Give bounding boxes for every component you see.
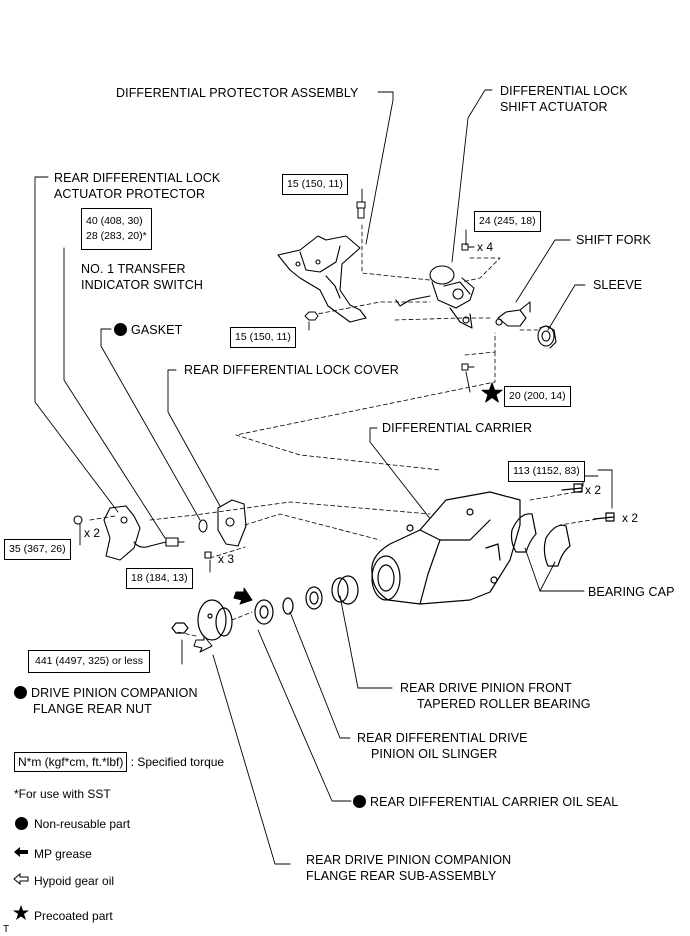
- non-reusable-dot-icon: [14, 686, 27, 699]
- front-bearing-label-2: TAPERED ROLLER BEARING: [417, 697, 591, 711]
- gasket-ring: [198, 519, 208, 533]
- count-protector-nut: x 2: [84, 526, 101, 540]
- shift-actuator-label-2: SHIFT ACTUATOR: [500, 100, 608, 114]
- legend-non-reusable-text: Non-reusable part: [34, 817, 131, 831]
- oil-seal-text: REAR DIFFERENTIAL CARRIER OIL SEAL: [370, 795, 619, 809]
- gasket-text: GASKET: [131, 323, 183, 337]
- legend-hypoid-oil-text: Hypoid gear oil: [34, 874, 115, 888]
- grease-arrows: [193, 587, 253, 653]
- legend-precoated: Precoated part: [12, 905, 113, 924]
- lock-cover: [204, 499, 247, 559]
- shift-fork: [495, 301, 531, 327]
- shift-fork-label: SHIFT FORK: [576, 233, 652, 247]
- count-actuator-bolts: x 4: [477, 240, 494, 254]
- legend-sst-note: *For use with SST: [14, 787, 111, 801]
- legend-torque-text: : Specified torque: [130, 755, 225, 769]
- oil-slinger-label-1: REAR DIFFERENTIAL DRIVE: [357, 731, 528, 745]
- bearing-caps: [510, 483, 615, 567]
- protector-assembly-label: DIFFERENTIAL PROTECTOR ASSEMBLY: [116, 86, 359, 100]
- count-cap-upper: x 2: [585, 483, 602, 497]
- rear-protector-label-2: ACTUATOR PROTECTOR: [54, 187, 206, 201]
- mp-grease-arrow-icon: [12, 846, 30, 862]
- indicator-switch-label-1: NO. 1 TRANSFER: [81, 262, 186, 276]
- torque-switch-value: 40 (408, 30): [86, 215, 143, 227]
- sleeve: [537, 325, 557, 349]
- torque-actuator-bolt: 24 (245, 18): [474, 211, 541, 232]
- oil-seal-label: REAR DIFFERENTIAL CARRIER OIL SEAL: [353, 795, 618, 810]
- differential-protector-bracket: [277, 235, 367, 323]
- torque-cover-bolt: 18 (184, 13): [126, 568, 193, 589]
- torque-switch-sst-value: 28 (283, 20)*: [86, 230, 147, 242]
- torque-pinion-nut: 441 (4497, 325) or less: [28, 650, 150, 673]
- legend-torque-unit: N*m (kgf*cm, ft.*lbf): [14, 752, 128, 772]
- oil-slinger-label-2: PINION OIL SLINGER: [371, 747, 498, 761]
- non-reusable-dot-icon: [14, 817, 28, 830]
- count-cap-lower: x 2: [622, 511, 639, 525]
- legend-non-reusable: Non-reusable part: [12, 817, 130, 832]
- legend-torque: N*m (kgf*cm, ft.*lbf) : Specified torque: [14, 752, 225, 772]
- non-reusable-dot-icon: [353, 795, 366, 808]
- torque-indicator-switch: 40 (408, 30) 28 (283, 20)*: [81, 208, 152, 250]
- companion-flange-label-1: REAR DRIVE PINION COMPANION: [306, 853, 512, 867]
- differential-carrier: [371, 491, 521, 605]
- corner-mark: T: [3, 924, 10, 935]
- leader-lines: [34, 89, 613, 865]
- torque-protector-bolt: 15 (150, 11): [282, 174, 348, 195]
- front-bearing-label-1: REAR DRIVE PINION FRONT: [400, 681, 572, 695]
- precoated-star-icon: [12, 905, 30, 924]
- rear-actuator-protector: [73, 505, 141, 561]
- count-cover-bolts: x 3: [218, 552, 235, 566]
- lock-cover-label: REAR DIFFERENTIAL LOCK COVER: [184, 363, 399, 377]
- bearing-cap-label: BEARING CAP: [588, 585, 675, 599]
- shift-actuator: [395, 265, 475, 329]
- pinion-parts: [171, 575, 359, 641]
- pinion-nut-label-2: FLANGE REAR NUT: [33, 702, 152, 716]
- torque-protector-nut: 35 (367, 26): [4, 539, 71, 560]
- diagram-symbols: [481, 382, 503, 403]
- companion-flange-label-2: FLANGE REAR SUB-ASSEMBLY: [306, 869, 497, 883]
- protector-bolts: [304, 201, 475, 371]
- non-reusable-dot-icon: [114, 323, 127, 336]
- indicator-switch-label-2: INDICATOR SWITCH: [81, 278, 203, 292]
- legend-precoated-text: Precoated part: [34, 909, 113, 923]
- precoated-star-icon: [481, 382, 503, 403]
- legend-mp-grease: MP grease: [12, 846, 92, 862]
- pinion-nut-label-1: DRIVE PINION COMPANION: [14, 686, 198, 701]
- pinion-nut-text: DRIVE PINION COMPANION: [31, 686, 198, 700]
- rear-protector-label-1: REAR DIFFERENTIAL LOCK: [54, 171, 221, 185]
- legend-mp-grease-text: MP grease: [34, 847, 92, 861]
- torque-bearing-cap: 113 (1152, 83): [508, 461, 585, 482]
- shift-actuator-label-1: DIFFERENTIAL LOCK: [500, 84, 628, 98]
- gasket-label: GASKET: [114, 323, 182, 338]
- sleeve-label: SLEEVE: [593, 278, 643, 292]
- torque-protector-bolt-lower: 15 (150, 11): [230, 327, 296, 348]
- torque-fork-bolt: 20 (200, 14): [504, 386, 571, 407]
- indicator-switch: [133, 537, 185, 548]
- legend-hypoid-oil: Hypoid gear oil: [12, 872, 115, 889]
- differential-carrier-label: DIFFERENTIAL CARRIER: [382, 421, 533, 435]
- hypoid-oil-arrow-icon: [12, 872, 30, 889]
